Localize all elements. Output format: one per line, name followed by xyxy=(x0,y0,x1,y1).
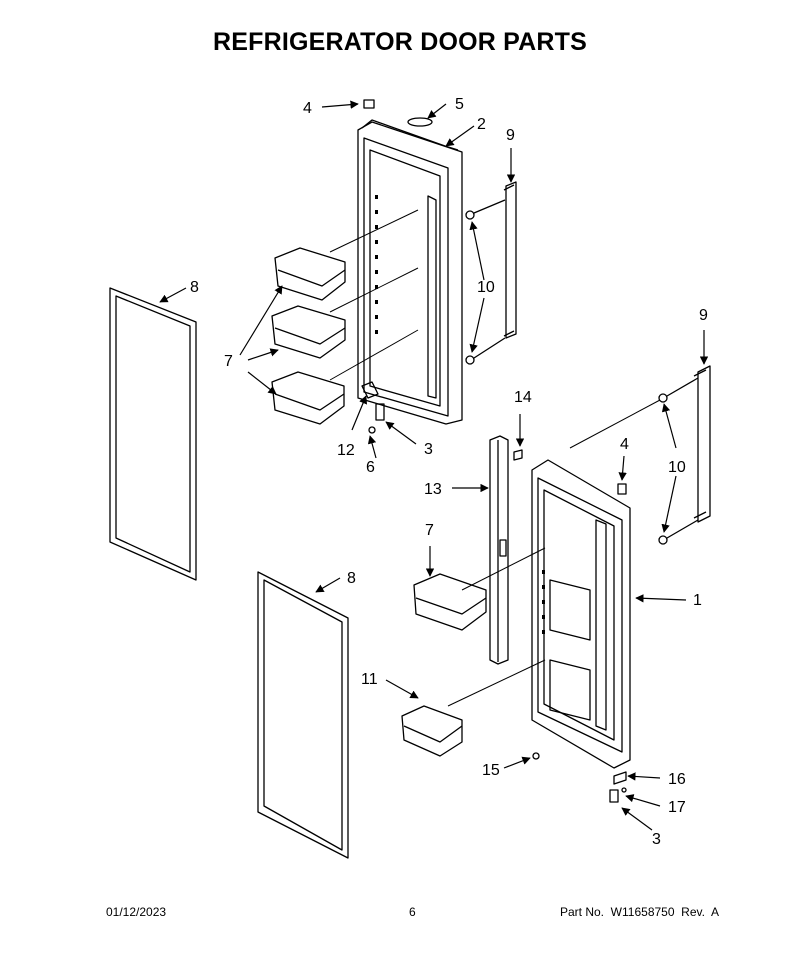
callout-12: 12 xyxy=(337,442,355,459)
mullion xyxy=(489,435,509,665)
callout-4-top: 4 xyxy=(303,100,312,117)
left-gasket xyxy=(109,287,197,581)
callout-15: 15 xyxy=(482,762,500,779)
callout-7-left: 7 xyxy=(224,353,233,370)
callout-5: 5 xyxy=(455,96,464,113)
left-door xyxy=(357,119,463,425)
callout-9-left: 9 xyxy=(506,127,515,144)
footer-page-number: 6 xyxy=(409,905,416,919)
lower-gasket xyxy=(257,571,349,859)
callout-3-top: 3 xyxy=(424,441,433,458)
leader-lines-left xyxy=(329,209,419,381)
callout-1: 1 xyxy=(693,592,702,609)
left-door-bins xyxy=(271,247,346,425)
callout-arrows xyxy=(159,100,709,831)
callout-16: 16 xyxy=(668,771,686,788)
left-door-shelf-slots xyxy=(375,195,378,334)
callout-3-bottom: 3 xyxy=(652,831,661,848)
callout-2: 2 xyxy=(477,116,486,133)
left-handle xyxy=(465,181,517,365)
callout-9-right: 9 xyxy=(699,307,708,324)
callout-11: 11 xyxy=(361,671,378,688)
right-handle xyxy=(569,365,711,545)
callout-7-right: 7 xyxy=(425,522,434,539)
page-title: REFRIGERATOR DOOR PARTS xyxy=(212,28,588,56)
callout-4-right: 4 xyxy=(620,436,629,453)
callout-labels: 4 5 2 9 10 8 7 12 6 3 14 4 9 10 13 7 1 8… xyxy=(190,96,708,848)
right-door-shelf-slots xyxy=(542,570,545,634)
callout-10-left: 10 xyxy=(477,279,495,296)
right-door-bins xyxy=(401,547,546,757)
callout-8-left: 8 xyxy=(190,279,199,296)
footer-part-number: Part No. W11658750 Rev. A xyxy=(560,905,719,919)
callout-10-right: 10 xyxy=(668,459,686,476)
callout-17: 17 xyxy=(668,799,686,816)
callout-8-lower: 8 xyxy=(347,570,356,587)
footer-date: 01/12/2023 xyxy=(106,905,167,919)
callout-14: 14 xyxy=(514,389,532,406)
callout-13: 13 xyxy=(424,481,442,498)
right-door xyxy=(531,459,631,769)
small-hardware xyxy=(361,99,627,803)
callout-6: 6 xyxy=(366,459,375,476)
